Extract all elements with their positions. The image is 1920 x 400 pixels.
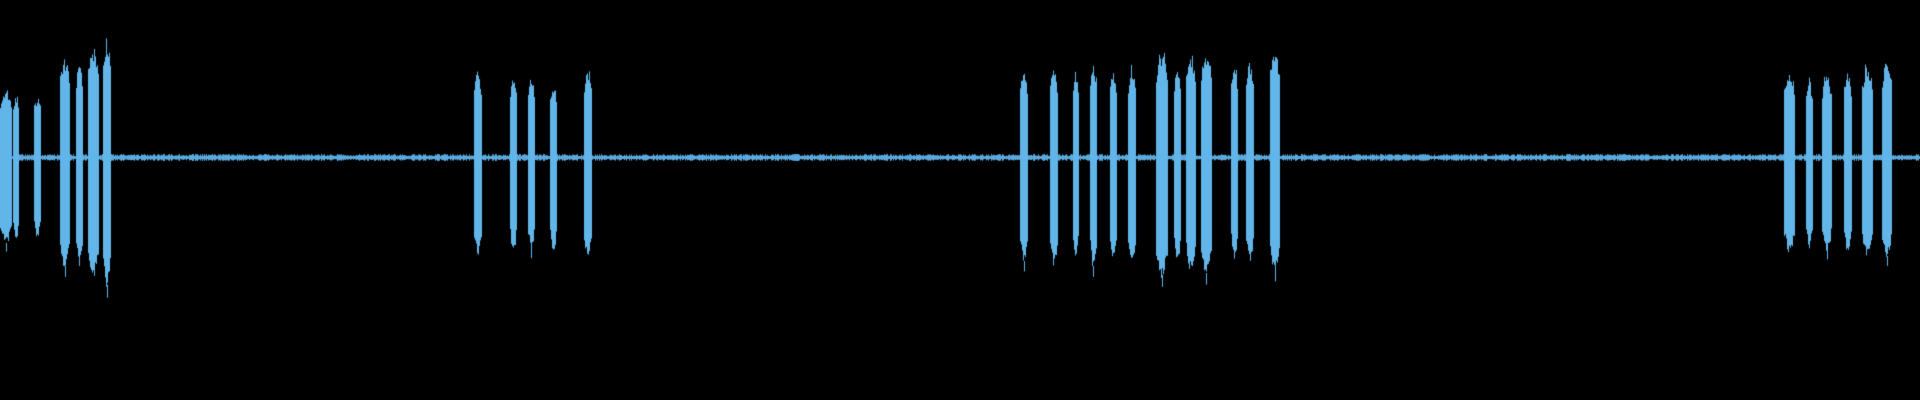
audio-waveform-viewer[interactable] <box>0 0 1920 400</box>
waveform-canvas[interactable] <box>0 0 1920 400</box>
